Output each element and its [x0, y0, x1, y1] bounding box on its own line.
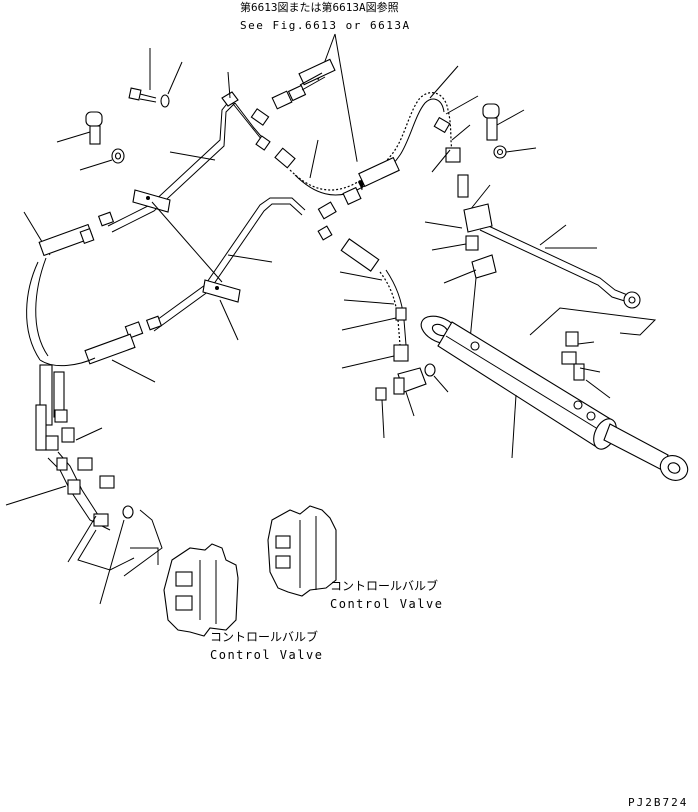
bolt-washer-right [482, 103, 537, 159]
hose-upper-left [26, 223, 95, 361]
hose-spiral-center [274, 65, 479, 206]
bolt-washer-upper-left [56, 48, 183, 171]
reference-text-en: See Fig.6613 or 6613A [240, 19, 411, 32]
tube-middle [124, 197, 337, 341]
control-valve-center-label-en: Control Valve [330, 597, 443, 611]
hoses-left-lower [5, 364, 163, 605]
hose-middle-left [39, 333, 156, 383]
control-valve-center: コントロールバルブ Control Valve [267, 505, 443, 611]
tube-right [424, 174, 641, 341]
right-side-fittings [529, 307, 657, 399]
drawing-code: PJ2B724 [628, 796, 688, 809]
reference-text-jp: 第6613図または第6613A図参照 [240, 0, 399, 14]
hydraulic-cylinder [420, 315, 689, 481]
control-valve-left-label-en: Control Valve [210, 648, 323, 662]
hose-center-down [339, 238, 409, 369]
hose-top-center [271, 58, 336, 110]
tube-upper-left [23, 71, 271, 256]
control-valve-left: コントロールバルブ Control Valve [130, 543, 323, 662]
control-valve-left-label-jp: コントロールバルブ [210, 629, 318, 644]
elbow-fittings [375, 363, 449, 439]
control-valve-center-label-jp: コントロールバルブ [330, 578, 438, 593]
